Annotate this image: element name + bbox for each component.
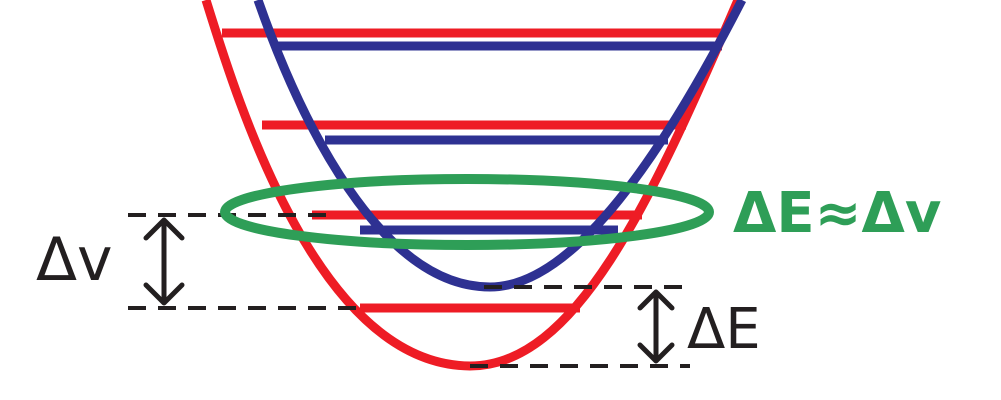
red-energy-levels — [222, 28, 722, 313]
delta-v-arrow — [143, 217, 185, 306]
highlight-ellipse — [220, 174, 714, 250]
blue-energy-levels — [278, 41, 722, 235]
approx-equation-label: ΔE≈Δv — [733, 181, 941, 246]
delta-v-label: Δv — [36, 225, 113, 295]
red-potential-curve — [201, 0, 743, 371]
delta-e-arrow — [637, 289, 675, 364]
delta-e-label: ΔE — [687, 297, 761, 362]
